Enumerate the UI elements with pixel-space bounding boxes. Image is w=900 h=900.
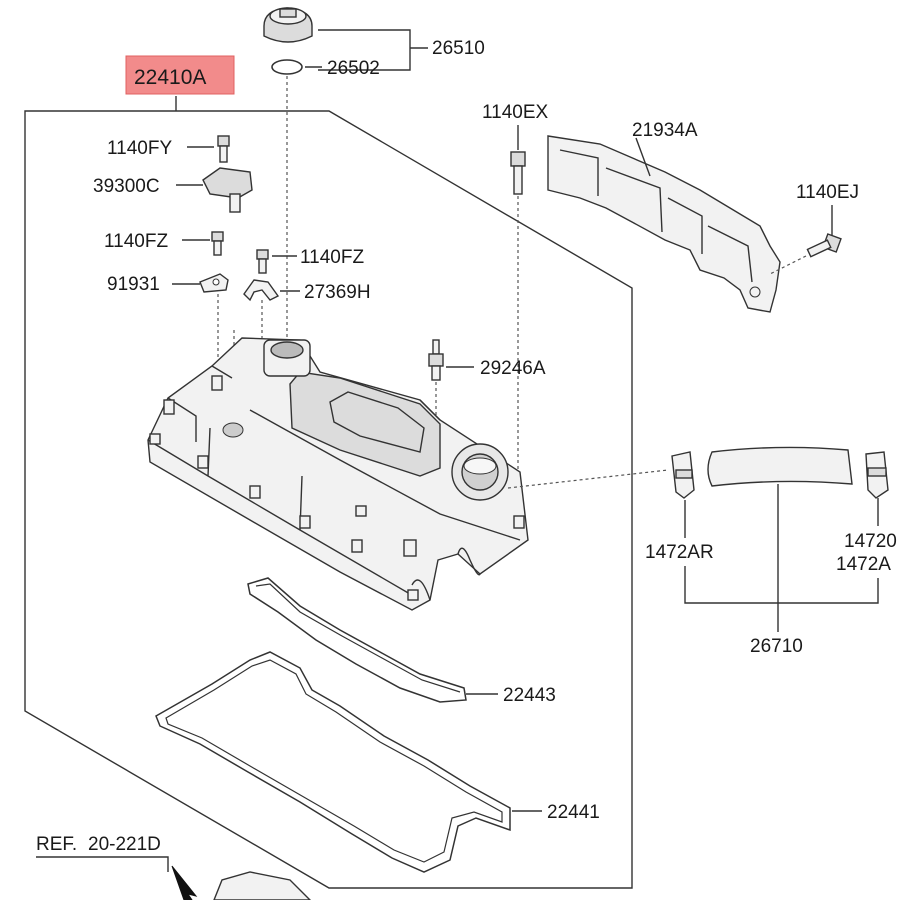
label-1140FY: 1140FY [107, 138, 172, 159]
label-1140EX: 1140EX [482, 102, 549, 123]
frame-outline [24, 96, 633, 889]
oil-filler-cap[interactable] [263, 7, 313, 43]
ref-part-fragment [213, 871, 311, 900]
label-14720: 14720 [844, 531, 897, 552]
breather-hose-26710[interactable] [707, 446, 853, 487]
clip-27369H[interactable] [243, 279, 280, 302]
label-26710: 26710 [750, 636, 803, 657]
label-22441: 22441 [547, 802, 600, 823]
bracket-91931[interactable] [199, 273, 229, 293]
label-1140FZ-right: 1140FZ [300, 247, 364, 268]
label-1472AR: 1472AR [645, 542, 714, 563]
bolt-1140FY[interactable] [217, 135, 230, 163]
main-part-label[interactable]: 22410A [134, 66, 206, 89]
gasket-22443[interactable] [247, 577, 467, 703]
oring-26502[interactable] [271, 59, 303, 75]
label-26502: 26502 [327, 58, 380, 79]
gasket-22441[interactable] [155, 651, 511, 873]
label-21934A: 21934A [632, 120, 698, 141]
ref-arrow-icon [171, 865, 198, 900]
hose-clamp-left[interactable] [671, 451, 695, 499]
bolt-1140FZ-right[interactable] [256, 249, 269, 274]
label-1472A: 1472A [836, 554, 891, 575]
ref-prefix: REF. [36, 834, 77, 855]
label-1140EJ: 1140EJ [796, 182, 859, 203]
label-27369H: 27369H [304, 282, 371, 303]
label-26510: 26510 [432, 38, 485, 59]
cam-sensor-39300C[interactable] [202, 167, 253, 213]
heat-shield-21934A[interactable] [547, 135, 781, 313]
ref-value[interactable]: 20-221D [88, 834, 161, 855]
bolt-1140EJ[interactable] [806, 233, 842, 258]
label-1140FZ-left: 1140FZ [104, 231, 168, 252]
label-22443: 22443 [503, 685, 556, 706]
bolt-1140FZ-left[interactable] [211, 231, 224, 256]
label-29246A: 29246A [480, 358, 546, 379]
pcv-valve-29246A[interactable] [428, 339, 444, 381]
bolt-1140EX[interactable] [510, 151, 526, 195]
label-91931: 91931 [107, 274, 160, 295]
main-label-highlight[interactable] [125, 55, 235, 95]
hose-clamp-right[interactable] [865, 451, 889, 499]
cylinder-head-cover[interactable] [147, 337, 529, 611]
label-39300C: 39300C [93, 176, 160, 197]
